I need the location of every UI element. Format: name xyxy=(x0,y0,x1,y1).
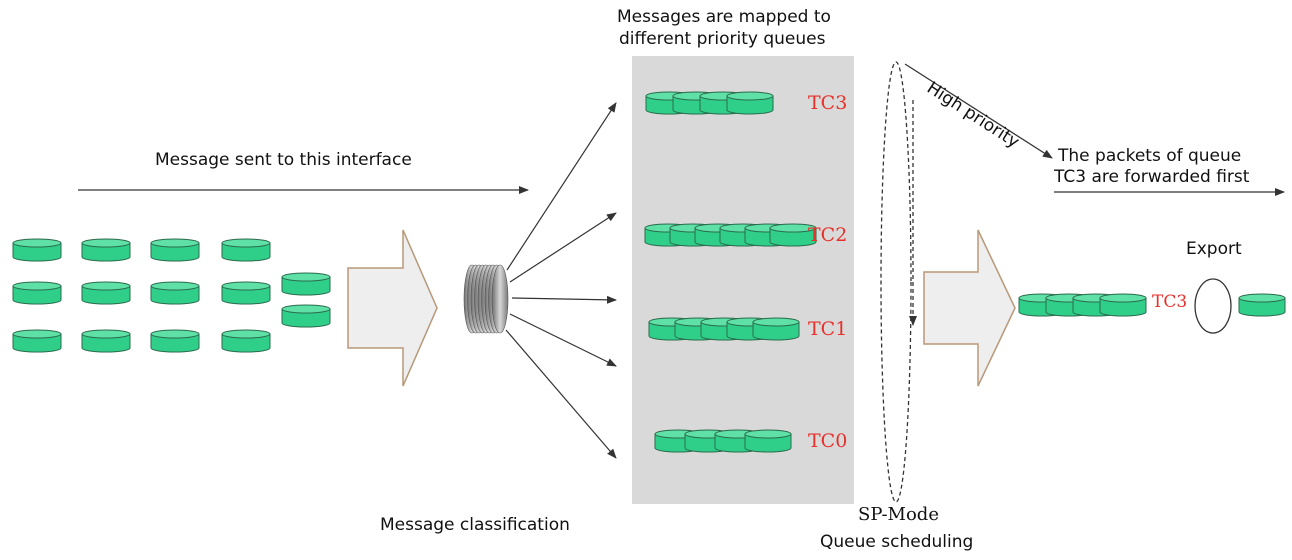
priority-queue-panel xyxy=(632,56,854,504)
export-ellipse xyxy=(1194,278,1232,334)
sp-mode-scheduler-ellipse xyxy=(880,61,912,503)
incoming-packet xyxy=(81,281,131,305)
incoming-packet xyxy=(281,304,331,328)
incoming-packet xyxy=(150,238,200,262)
incoming-packet xyxy=(150,329,200,353)
forward-line1: The packets of queue xyxy=(1058,146,1242,166)
queue-scheduling-label: Queue scheduling xyxy=(820,532,974,552)
exported-packet xyxy=(1238,293,1286,317)
output-queue-label: TC3 xyxy=(1152,292,1188,312)
export-label: Export xyxy=(1186,239,1242,259)
incoming-packet xyxy=(221,238,271,262)
incoming-packet xyxy=(81,329,131,353)
incoming-packet xyxy=(12,329,62,353)
output-packet xyxy=(1099,293,1147,317)
queue-packet-tc3 xyxy=(726,91,774,115)
scheduling-big-arrow xyxy=(923,229,1016,387)
classifier-icon xyxy=(463,264,509,334)
incoming-packet xyxy=(150,281,200,305)
exported-packet xyxy=(1238,293,1286,317)
incoming-packet xyxy=(281,272,331,296)
message-classification-label: Message classification xyxy=(380,515,570,535)
incoming-packets xyxy=(12,238,331,353)
incoming-packet xyxy=(12,281,62,305)
incoming-packet xyxy=(81,238,131,262)
sp-mode-label: SP-Mode xyxy=(858,504,939,525)
queue-label-tc2: TC2 xyxy=(808,224,848,246)
incoming-packet xyxy=(221,281,271,305)
classification-big-arrow xyxy=(347,229,438,387)
queue-packet-tc0 xyxy=(744,429,792,453)
priority-queues xyxy=(644,91,817,453)
high-priority-arrow xyxy=(904,63,1053,159)
incoming-packet xyxy=(12,238,62,262)
queue-label-tc1: TC1 xyxy=(808,318,848,340)
message-sent-label: Message sent to this interface xyxy=(155,150,412,170)
queue-title-line1: Messages are mapped to xyxy=(617,7,831,27)
incoming-packet xyxy=(221,329,271,353)
queue-label-tc3: TC3 xyxy=(808,92,848,114)
output-queue-packets xyxy=(1018,293,1147,317)
queue-label-tc0: TC0 xyxy=(808,430,848,452)
queue-title-line2: different priority queues xyxy=(619,29,826,49)
classification-arrows xyxy=(505,102,617,459)
forward-line2: TC3 are forwarded first xyxy=(1054,167,1250,187)
queue-packet-tc2 xyxy=(769,223,817,247)
queue-packet-tc1 xyxy=(752,317,800,341)
